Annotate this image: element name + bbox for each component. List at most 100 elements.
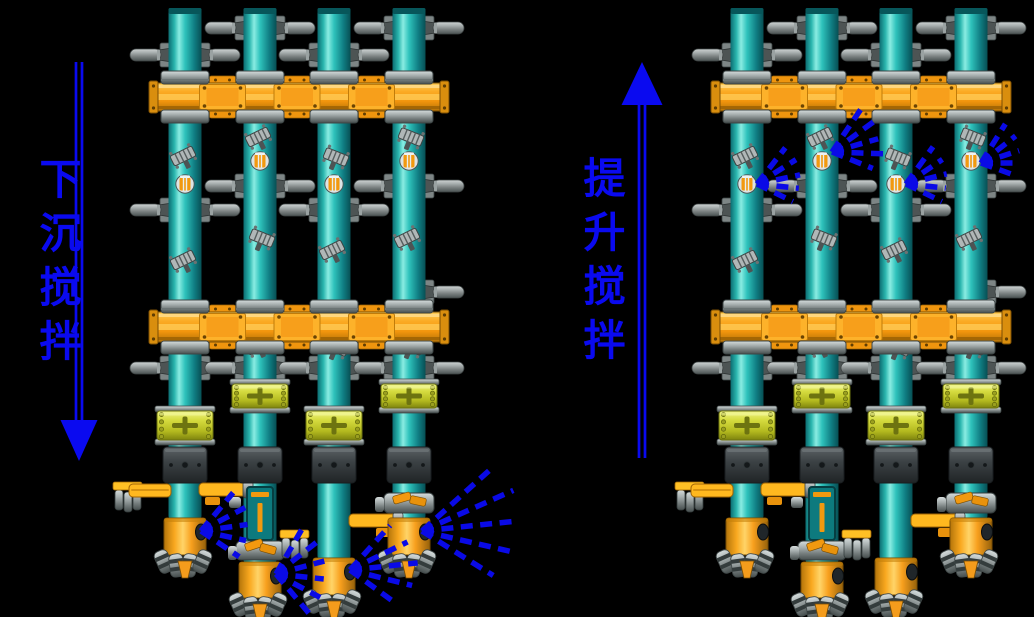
mixing-paddle-rod [421,173,465,199]
mixing-paddle-rod [346,42,390,68]
mixing-paddle-rod [129,355,173,381]
mixing-paddle-rod [908,42,952,68]
spray-jet-fan [273,522,326,616]
mixing-blade [731,143,759,169]
mixing-paddle-rod [908,197,952,223]
mixing-blade [169,143,197,169]
drill-head [949,517,993,556]
mixing-blade [806,124,834,150]
mixing-paddle-rod [278,42,322,68]
spray-jet-fan [903,145,948,205]
mixing-blade [397,124,425,151]
drill-claw [416,549,437,574]
drill-head [800,561,844,599]
drill-bits [864,589,924,617]
drill-claw [341,589,362,614]
drill-bits [153,549,213,579]
spray-jet-fan [420,466,518,578]
drill-bottom-assembly [790,486,850,617]
drill-claw [192,549,213,574]
machine-sinking-state [112,8,518,617]
gearbox-sleeve [311,446,357,484]
lower-crossbeam [148,299,450,355]
clamp-orange-block [954,491,974,505]
drill-bottom-assembly [112,480,254,579]
mixing-blade [810,225,838,252]
mixing-paddle-rod [691,42,735,68]
mixing-paddle-rod [197,197,241,223]
drill-head [238,561,282,599]
slurry-nozzle-port [399,151,419,171]
mixing-paddle-rod [346,197,390,223]
clamp-orange-block [392,491,412,505]
drill-claw [267,592,288,617]
slurry-nozzle-port [886,174,906,194]
mixing-paddle-rod [421,355,465,381]
clamp-orange-block [259,543,277,555]
centralizer-collar [940,378,1002,414]
gearbox-sleeve [724,446,770,484]
mixing-paddle-rod [353,355,397,381]
slurry-nozzle-port [812,151,832,171]
mixing-paddle-rod [197,42,241,68]
drill-bottom-assembly [674,480,816,579]
centralizer-collar [303,405,365,446]
centralizer-collar [865,405,927,446]
spray-jet-fan [754,146,801,205]
centralizer-collar [716,405,778,446]
mixing-paddle-rod [759,42,803,68]
slurry-nozzle-port [737,174,757,194]
mixing-paddle-rod [691,197,735,223]
mixing-blade [959,124,987,151]
drill-head [874,557,918,596]
mixing-blade [248,225,276,252]
machine-lifting-state [674,8,1027,617]
drill-claw [829,592,850,617]
slurry-nozzle-port [961,151,981,171]
gearbox-sleeve [162,446,208,484]
label-sink-mixing: 下沉搅拌 [33,157,82,373]
gearbox-sleeve [873,446,919,484]
gearbox-sleeve [237,446,283,484]
slurry-nozzle-port [324,174,344,194]
clamp-orange-block [806,538,826,552]
drill-bits [228,592,288,617]
mixing-paddle-rod [983,15,1027,41]
mixing-blade [244,124,272,150]
mixing-paddle-rod [983,355,1027,381]
upper-crossbeam [148,70,450,124]
mixing-paddle-rod [204,15,248,41]
mixing-paddle-rod [353,173,397,199]
drill-bottom-assembly [937,491,999,579]
mixing-paddle-rod [278,197,322,223]
mixing-paddle-rod [272,173,316,199]
mixing-paddle-rod [840,197,884,223]
drill-bits [939,549,999,579]
clamp-orange-block [244,538,264,552]
slurry-nozzle-port [250,151,270,171]
spray-jet-fan [198,490,248,560]
upper-crossbeam [710,70,1012,124]
gearbox-sleeve [799,446,845,484]
slurry-nozzle-port [175,174,195,194]
mixing-paddle-rod [915,15,959,41]
mixing-paddle-rod [915,355,959,381]
mixing-paddle-rod [129,42,173,68]
drill-claw [153,549,174,574]
drill-bits [715,549,775,579]
sink-direction-arrow [60,62,98,461]
drill-shaft-column [129,8,241,518]
mixing-blade [169,247,197,273]
mixing-paddle-rod [421,15,465,41]
lift-direction-arrow [621,62,663,458]
spray-jet-fan [347,523,418,606]
mixing-blade [884,144,912,171]
drill-claw [978,549,999,574]
mixing-paddle-rod [834,173,878,199]
clamp-orange-block [971,495,989,507]
drill-head [163,517,207,556]
mixing-blade [880,237,908,263]
clamp-orange-block [821,543,839,555]
